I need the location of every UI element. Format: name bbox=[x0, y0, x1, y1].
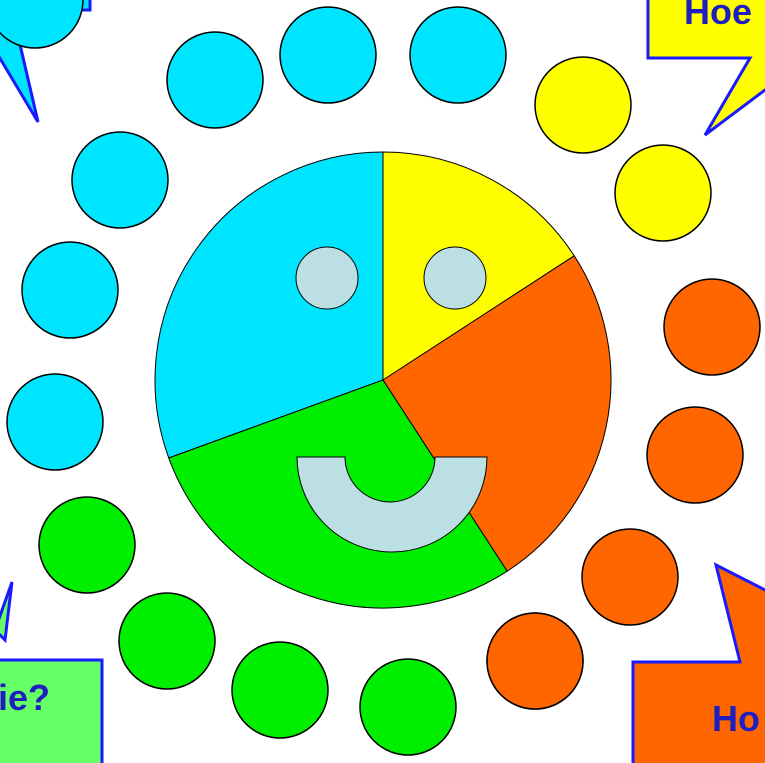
circle-yellow bbox=[615, 145, 711, 241]
top-right-bubble-text: Hoe bbox=[684, 0, 752, 32]
circle-orange bbox=[582, 529, 678, 625]
circle-cyan bbox=[0, 0, 83, 48]
circle-green bbox=[39, 497, 135, 593]
circle-cyan bbox=[22, 242, 118, 338]
circle-orange bbox=[647, 407, 743, 503]
circle-green bbox=[232, 642, 328, 738]
circle-cyan bbox=[410, 7, 506, 103]
bottom-right-bubble-text: Ho bbox=[712, 698, 760, 739]
circle-cyan bbox=[72, 132, 168, 228]
circle-yellow bbox=[535, 57, 631, 153]
circle-cyan bbox=[280, 7, 376, 103]
speech-bubble-bottom-left: ie? bbox=[0, 582, 102, 763]
speech-bubble-top-right: Hoe bbox=[648, 0, 765, 135]
circle-cyan bbox=[167, 32, 263, 128]
circle-cyan bbox=[7, 374, 103, 470]
circle-green bbox=[360, 659, 456, 755]
circle-orange bbox=[487, 613, 583, 709]
circle-green bbox=[119, 593, 215, 689]
left-eye bbox=[296, 247, 358, 309]
right-eye bbox=[424, 247, 486, 309]
bottom-left-bubble-text: ie? bbox=[0, 677, 50, 718]
circle-orange bbox=[664, 279, 760, 375]
